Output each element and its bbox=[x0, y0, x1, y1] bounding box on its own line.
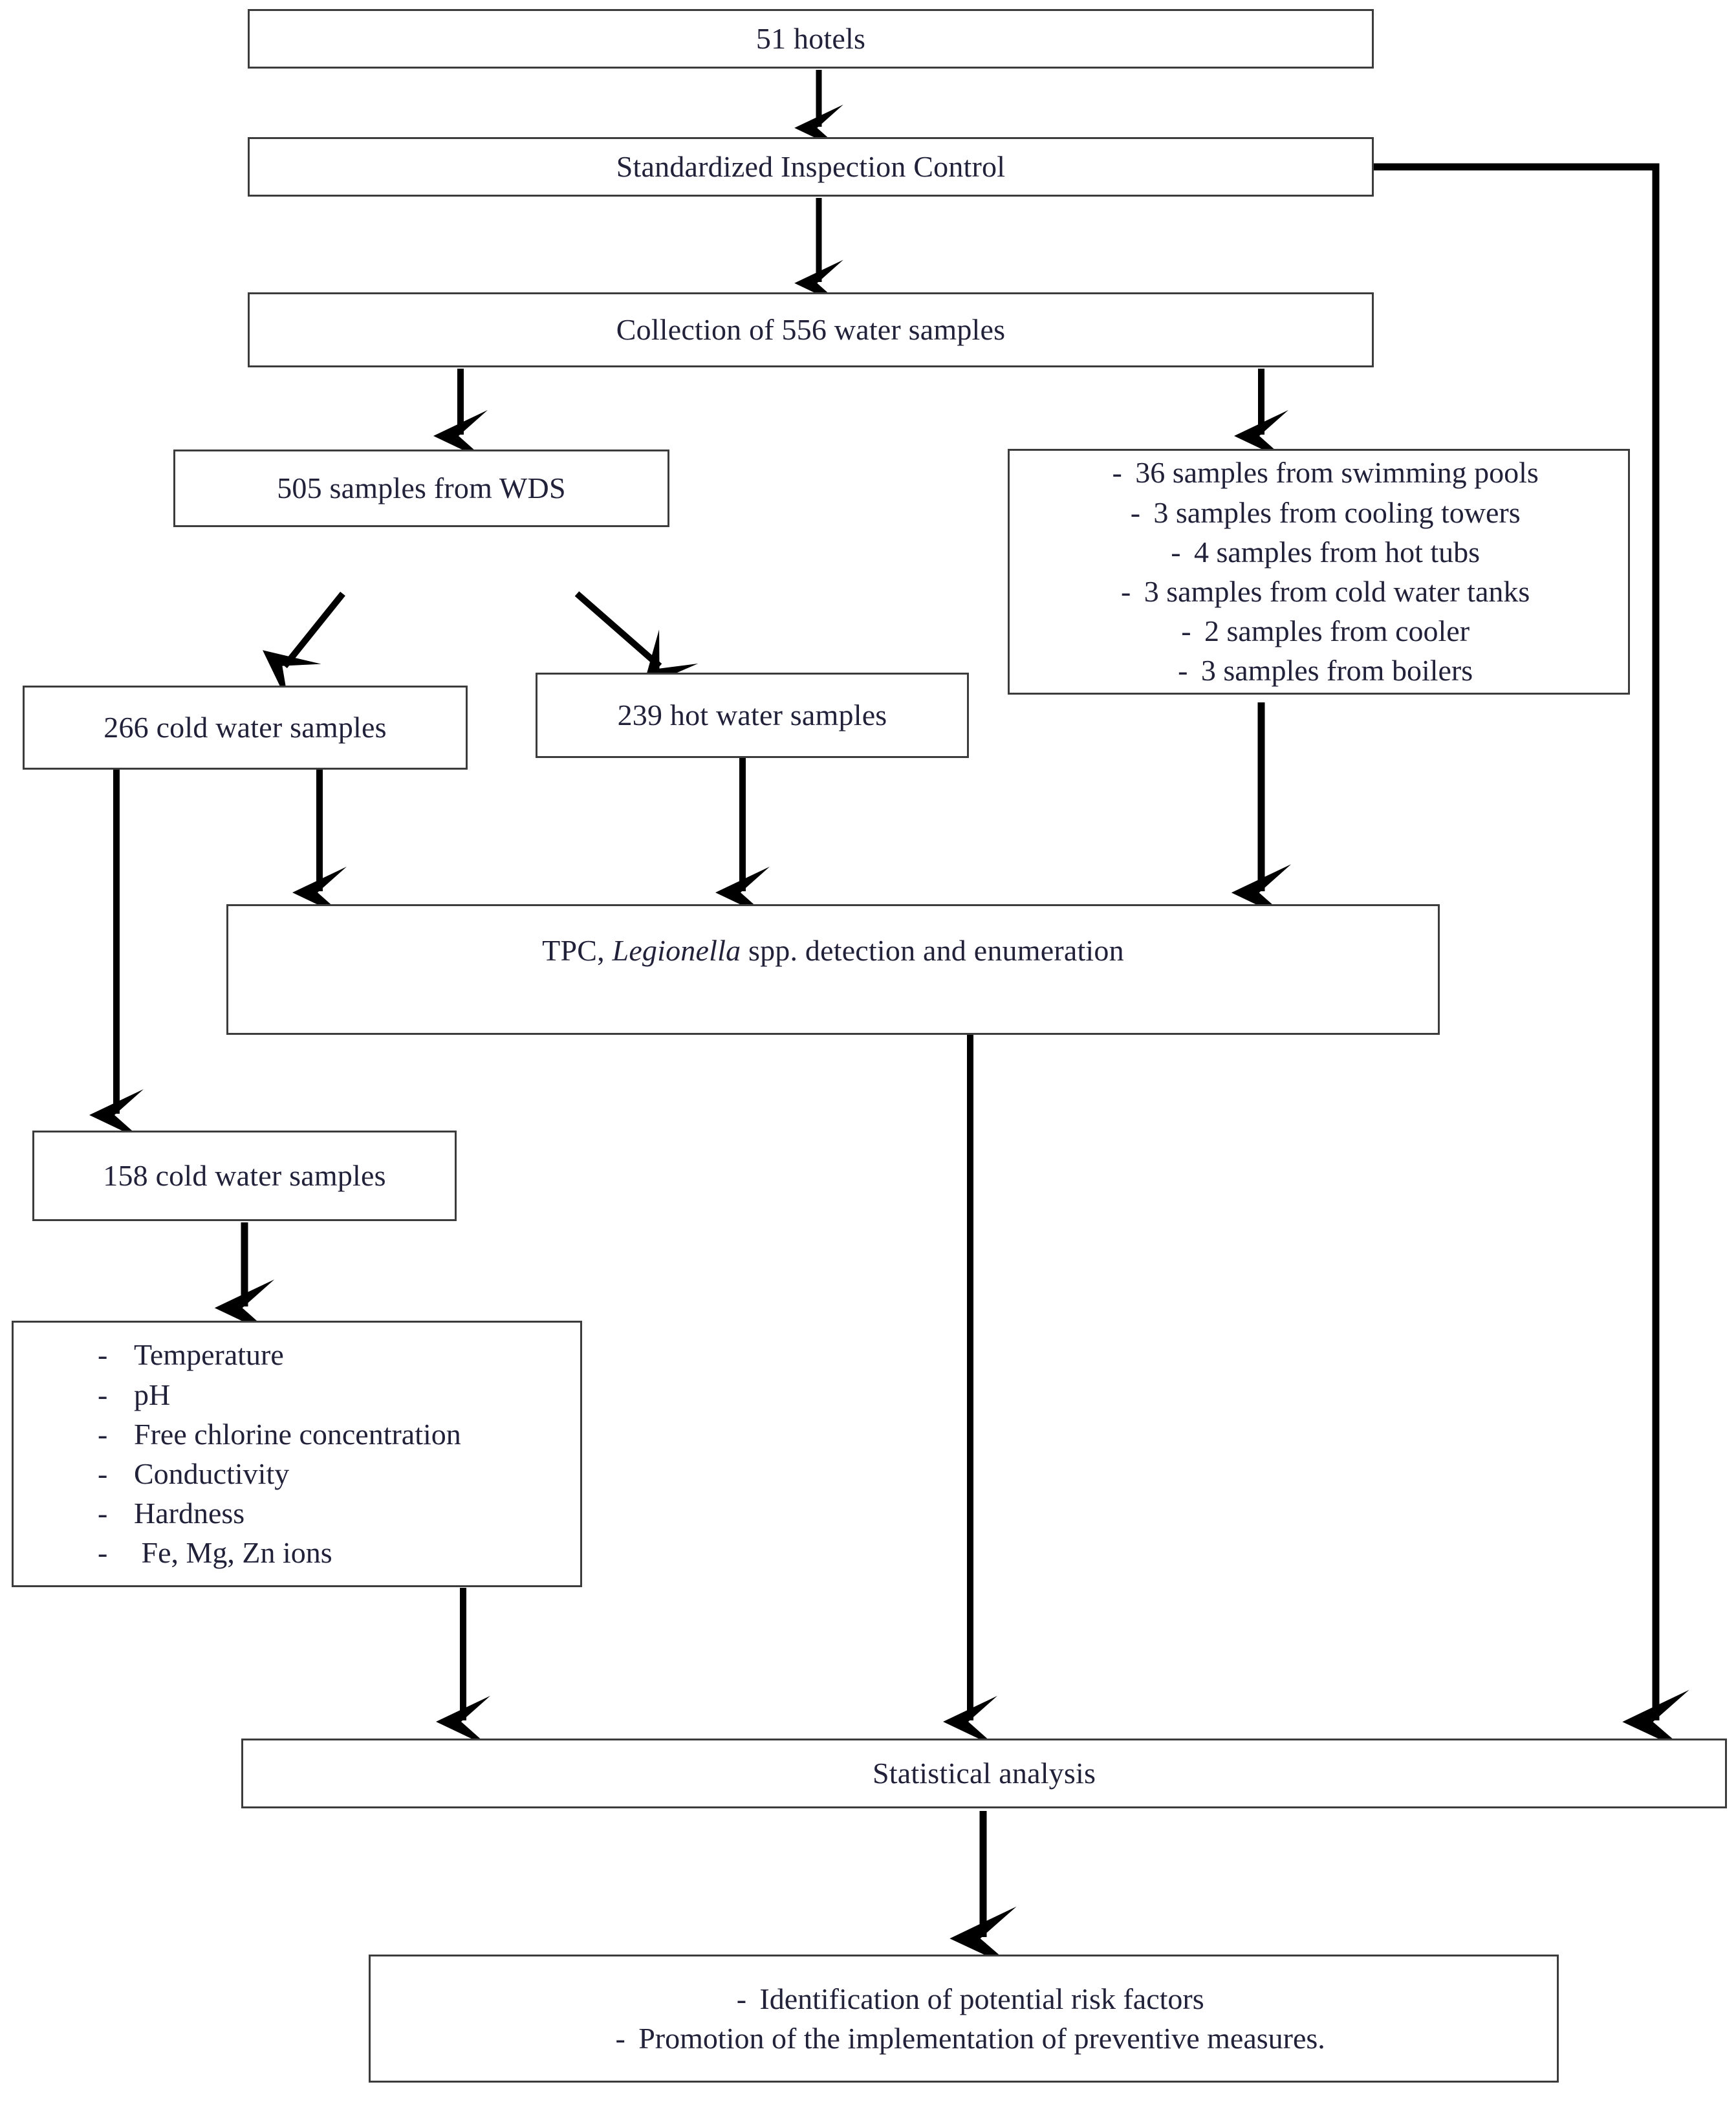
parameters-list: -Temperature -pH -Free chlorine concentr… bbox=[14, 1335, 580, 1572]
bullet-dash: - bbox=[98, 1497, 108, 1530]
list-item-label: Temperature bbox=[134, 1338, 284, 1372]
node-study-outcomes[interactable]: -Identification of potential risk factor… bbox=[369, 1955, 1559, 2083]
other-sources-list: -36 samples from swimming pools -3 sampl… bbox=[1010, 453, 1628, 690]
node-hot-water-239[interactable]: 239 hot water samples bbox=[536, 673, 969, 758]
list-item-label: 2 samples from cooler bbox=[1204, 614, 1470, 648]
node-hotels-label: 51 hotels bbox=[755, 21, 866, 55]
node-tpc-legionella-detection[interactable]: TPC, Legionella spp. detection and enume… bbox=[226, 904, 1440, 1035]
bullet-dash: - bbox=[98, 1457, 108, 1490]
bullet-dash: - bbox=[1112, 456, 1122, 490]
node-cold266-label: 266 cold water samples bbox=[103, 710, 387, 744]
node-statistical-analysis[interactable]: Statistical analysis bbox=[241, 1739, 1727, 1808]
node-hotels[interactable]: 51 hotels bbox=[248, 9, 1374, 69]
node-collection-of-samples[interactable]: Collection of 556 water samples bbox=[248, 292, 1374, 367]
list-item: -Promotion of the implementation of prev… bbox=[371, 2019, 1557, 2058]
list-item-label: 36 samples from swimming pools bbox=[1135, 456, 1539, 490]
list-item: -3 samples from cold water tanks bbox=[1010, 572, 1628, 611]
node-cold158-label: 158 cold water samples bbox=[103, 1158, 386, 1192]
bullet-dash: - bbox=[98, 1417, 108, 1451]
list-item: -Temperature bbox=[14, 1335, 580, 1374]
list-item: -Free chlorine concentration bbox=[14, 1414, 580, 1454]
tpc-italic-genus: Legionella bbox=[612, 934, 741, 967]
node-hot239-label: 239 hot water samples bbox=[617, 698, 887, 731]
bullet-dash: - bbox=[1181, 614, 1191, 648]
list-item-label: pH bbox=[134, 1378, 171, 1411]
list-item-label: 3 samples from cooling towers bbox=[1153, 495, 1521, 529]
node-cold-water-158[interactable]: 158 cold water samples bbox=[32, 1131, 457, 1221]
bullet-dash: - bbox=[615, 2022, 625, 2055]
connector-wds-to-cold266 bbox=[263, 591, 345, 705]
bullet-dash: - bbox=[1121, 575, 1131, 608]
list-item: -Identification of potential risk factor… bbox=[371, 1979, 1557, 2019]
list-item: -3 samples from cooling towers bbox=[1010, 493, 1628, 532]
outcomes-list: -Identification of potential risk factor… bbox=[371, 1979, 1557, 2058]
list-item-label: 3 samples from cold water tanks bbox=[1144, 575, 1530, 608]
bullet-dash: - bbox=[98, 1338, 108, 1372]
list-item: -pH bbox=[14, 1375, 580, 1414]
node-collection-label: Collection of 556 water samples bbox=[616, 312, 1006, 346]
connector-wds-to-hot239 bbox=[574, 591, 699, 688]
list-item-label: Conductivity bbox=[134, 1457, 290, 1490]
list-item: -Hardness bbox=[14, 1493, 580, 1533]
list-item: -2 samples from cooler bbox=[1010, 611, 1628, 651]
node-inspection-label: Standardized Inspection Control bbox=[616, 149, 1006, 183]
node-tpc-label: TPC, Legionella spp. detection and enume… bbox=[542, 933, 1124, 968]
bullet-dash: - bbox=[1171, 535, 1181, 569]
bullet-dash: - bbox=[98, 1378, 108, 1411]
list-item-label: 4 samples from hot tubs bbox=[1193, 535, 1481, 569]
bullet-dash: - bbox=[736, 1982, 747, 2015]
node-wds-label: 505 samples from WDS bbox=[277, 471, 566, 504]
node-statistics-label: Statistical analysis bbox=[872, 1756, 1096, 1790]
bullet-dash: - bbox=[1178, 654, 1188, 688]
node-standardized-inspection-control[interactable]: Standardized Inspection Control bbox=[248, 137, 1374, 197]
list-item: -4 samples from hot tubs bbox=[1010, 532, 1628, 572]
tpc-prefix: TPC, bbox=[542, 934, 613, 967]
bullet-dash: - bbox=[98, 1536, 108, 1570]
node-cold-water-266[interactable]: 266 cold water samples bbox=[23, 686, 468, 770]
list-item: - Fe, Mg, Zn ions bbox=[14, 1533, 580, 1572]
tpc-suffix: spp. detection and enumeration bbox=[741, 934, 1124, 967]
list-item-label: Promotion of the implementation of preve… bbox=[638, 2022, 1325, 2055]
list-item-label: Hardness bbox=[134, 1497, 245, 1530]
list-item-label: Free chlorine concentration bbox=[134, 1417, 461, 1451]
node-measured-parameters[interactable]: -Temperature -pH -Free chlorine concentr… bbox=[12, 1321, 582, 1587]
node-other-source-samples[interactable]: -36 samples from swimming pools -3 sampl… bbox=[1008, 449, 1630, 695]
list-item-label: Identification of potential risk factors bbox=[759, 1982, 1204, 2015]
node-wds-samples[interactable]: 505 samples from WDS bbox=[173, 450, 669, 527]
list-item-label: Fe, Mg, Zn ions bbox=[134, 1536, 332, 1570]
list-item-label: 3 samples from boilers bbox=[1200, 654, 1473, 688]
list-item: -36 samples from swimming pools bbox=[1010, 453, 1628, 492]
list-item: -3 samples from boilers bbox=[1010, 651, 1628, 690]
list-item: -Conductivity bbox=[14, 1454, 580, 1493]
bullet-dash: - bbox=[1130, 495, 1141, 529]
